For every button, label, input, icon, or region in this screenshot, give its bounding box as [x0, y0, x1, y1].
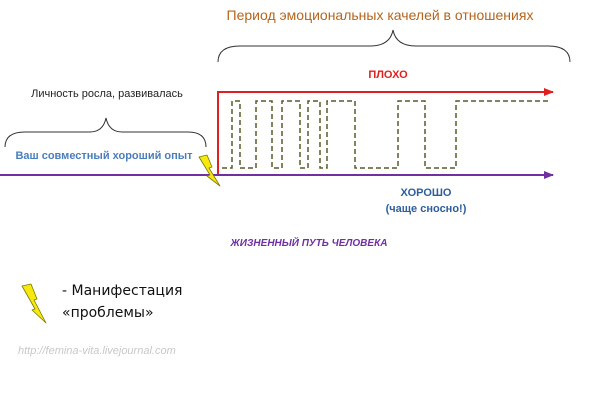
- swing-period-brace: [217, 29, 571, 63]
- good-label: ХОРОШО: [401, 187, 452, 199]
- lightning-icon: [198, 154, 221, 187]
- source-watermark: http://femina-vita.livejournal.com: [18, 345, 176, 357]
- emotional-swing-wave: [222, 100, 548, 169]
- shared-experience-label: Ваш совместный хороший опыт: [15, 150, 193, 162]
- bad-line: [217, 88, 554, 175]
- legend-manifestation-text: - Манифестация: [62, 283, 183, 299]
- good-sublabel: (чаще сносно!): [386, 203, 467, 215]
- life-path-label: ЖИЗНЕННЫЙ ПУТЬ ЧЕЛОВЕКА: [230, 236, 388, 249]
- bad-label: ПЛОХО: [368, 69, 408, 81]
- legend-lightning-icon: [21, 283, 47, 324]
- growth-label: Личность росла, развивалась: [31, 88, 183, 100]
- growth-brace: [4, 117, 207, 148]
- legend-problem-text: «проблемы»: [62, 305, 154, 321]
- diagram-title: Период эмоциональных качелей в отношения…: [227, 7, 534, 23]
